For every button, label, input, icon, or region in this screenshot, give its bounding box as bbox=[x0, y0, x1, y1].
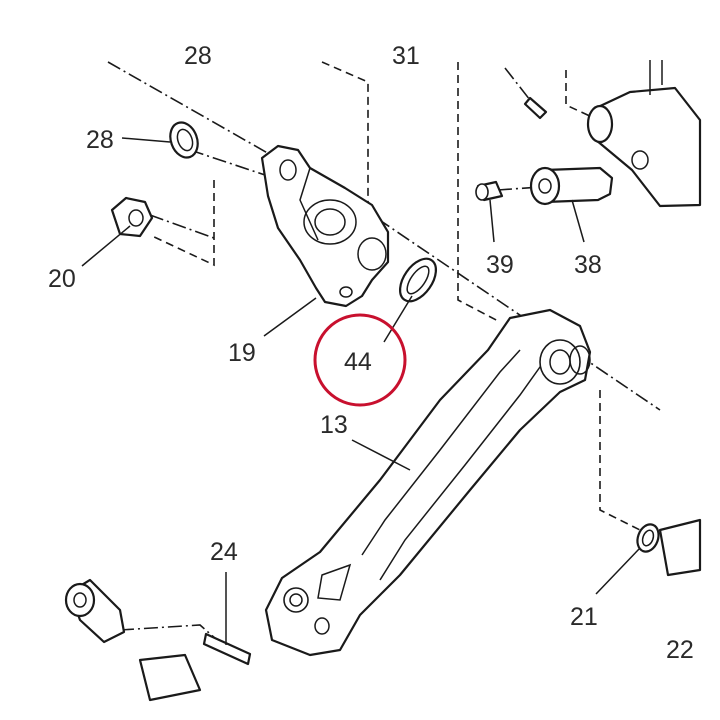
part-21-circlip[interactable] bbox=[634, 521, 662, 554]
part-24-pin[interactable] bbox=[202, 632, 252, 666]
callout-44: 44 bbox=[344, 348, 372, 376]
part-44-washer[interactable] bbox=[393, 252, 443, 307]
part-19-bracket[interactable] bbox=[260, 144, 390, 308]
part-13-lever-arm[interactable] bbox=[264, 308, 592, 657]
part-bottom-partial[interactable] bbox=[138, 653, 202, 702]
part-bushing-bottom-left[interactable] bbox=[64, 578, 126, 644]
callout-28-top: 28 bbox=[184, 42, 212, 70]
highlight-circle bbox=[313, 313, 407, 407]
callout-13: 13 bbox=[320, 411, 348, 439]
callout-20: 20 bbox=[48, 265, 76, 293]
leader-lines bbox=[81, 137, 641, 645]
part-small-pin[interactable] bbox=[523, 96, 548, 120]
part-38-shaft[interactable] bbox=[529, 166, 614, 206]
callout-21: 21 bbox=[570, 603, 598, 631]
callout-28: 28 bbox=[86, 126, 114, 154]
callout-39: 39 bbox=[486, 251, 514, 279]
part-39-pin[interactable] bbox=[475, 180, 504, 202]
part-20-nut[interactable] bbox=[110, 196, 154, 238]
callout-22: 22 bbox=[666, 636, 694, 664]
callout-24: 24 bbox=[210, 538, 238, 566]
callout-19: 19 bbox=[228, 339, 256, 367]
part-housing[interactable] bbox=[586, 60, 702, 208]
callout-31: 31 bbox=[392, 42, 420, 70]
callout-38: 38 bbox=[574, 251, 602, 279]
part-28-circlip[interactable] bbox=[166, 119, 203, 162]
part-22[interactable] bbox=[658, 518, 702, 577]
